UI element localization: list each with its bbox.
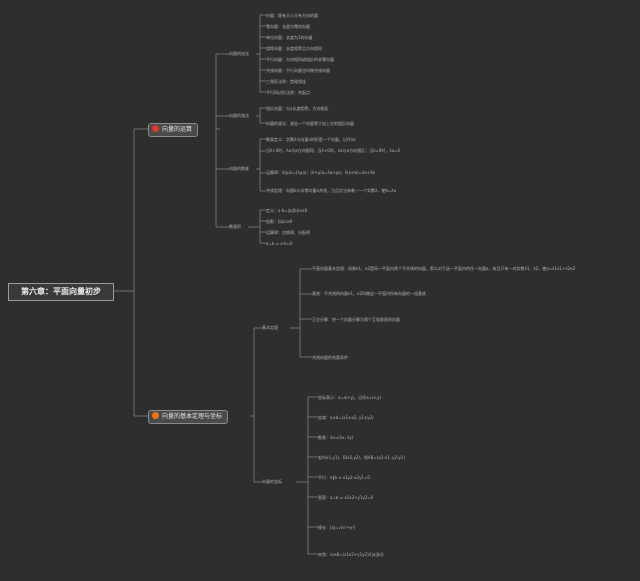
leaf-item: 定义：a·b=|a||b|cosθ [266, 208, 308, 213]
leaf-item: 基底：不共线的向量e1、e2叫做这一平面内所有向量的一组基底 [312, 291, 427, 296]
orange-circle-icon [152, 412, 159, 419]
subtopic-vector-coordinates[interactable]: 向量的坐标 [262, 479, 282, 484]
leaf-item: 向量的减法：减去一个向量等于加上它的相反向量 [266, 121, 354, 126]
leaf-item: 向量：既有大小又有方向的量 [266, 13, 318, 18]
root-node[interactable]: 第六章：平面向量初步 [8, 283, 114, 301]
leaf-item: 数乘：λa=(λx, λy) [318, 435, 354, 440]
leaf-item: 相反向量：与a长度相等，方向相反 [266, 106, 329, 111]
branch-vector-operations[interactable]: 向量的运算 [148, 123, 199, 137]
leaf-item: 共线定理：向量b与非零向量a共线，当且仅当有唯一一个实数λ，使b=λa [266, 188, 397, 193]
leaf-item: 运算律：交换律、分配律 [266, 230, 310, 235]
leaf-item: 模长：|a|=√(x²+y²) [318, 525, 356, 530]
leaf-item: 共线向量：平行向量也叫做共线向量 [266, 68, 330, 73]
branch-basic-theorem-coordinates[interactable]: 向量的基本定理与坐标 [148, 410, 229, 424]
leaf-item: 单位向量：长度为1的向量 [266, 35, 313, 40]
branch-label: 向量的基本定理与坐标 [162, 413, 223, 420]
leaf-item: 坐标表示：a=xi+yj，记作a=(x,y) [318, 395, 382, 400]
leaf-item: 相等向量：长度相等且方向相同 [266, 46, 322, 51]
subtopic-scalar-multiplication[interactable]: 向量的数乘 [229, 166, 249, 171]
leaf-item: 零向量：长度为零的向量 [266, 24, 310, 29]
leaf-item: 平行四边形法则：共起点 [266, 90, 310, 95]
leaf-item: a⊥b ⇔ a·b=0 [266, 241, 293, 246]
subtopic-dot-product[interactable]: 数量积 [229, 224, 241, 229]
subtopic-vector-subtraction[interactable]: 向量的减法 [229, 113, 249, 118]
subtopic-basic-theorem[interactable]: 基本定理 [262, 325, 278, 330]
leaf-item: 共线向量的充要条件 [312, 355, 348, 360]
leaf-item: 夹角：cosθ=(x1x2+y1y2)/(|a||b|) [318, 552, 384, 557]
subtopic-vector-addition[interactable]: 向量的加法 [229, 51, 249, 56]
leaf-item: 加减：a±b=(x1±x2, y1±y2) [318, 415, 374, 420]
leaf-item: 垂直：a⊥b ⇔ x1x2+y1y2=0 [318, 495, 374, 500]
leaf-item: 正交分解：把一个向量分解为两个互相垂直的向量 [312, 317, 400, 322]
leaf-item: 平行向量：方向相同或相反的非零向量 [266, 57, 334, 62]
leaf-item: 当λ>0时，λa与a方向相同；当λ<0时，λa与a方向相反；当λ=0时，λa=0 [266, 148, 401, 153]
leaf-item: 数乘定义：实数λ与向量a的积是一个向量，记作λa [266, 137, 356, 142]
red-circle-icon [152, 125, 159, 132]
leaf-item: 平面向量基本定理：如果e1、e2是同一平面内两个不共线的向量，那么对于这一平面内… [312, 266, 576, 271]
leaf-item: 若A(x1,y1)、B(x2,y2)，则AB=(x2-x1, y2-y1) [318, 455, 405, 460]
branch-label: 向量的运算 [162, 126, 193, 133]
leaf-item: 运算律：λ(μa)=(λμ)a；(λ+μ)a=λa+μa；λ(a+b)=λa+λ… [266, 170, 375, 175]
leaf-item: 平行：a∥b ⇔ x1y2-x2y1=0 [318, 475, 370, 480]
leaf-item: 投影：|b|cosθ [266, 219, 293, 224]
leaf-item: 三角形法则：首尾相连 [266, 79, 306, 84]
